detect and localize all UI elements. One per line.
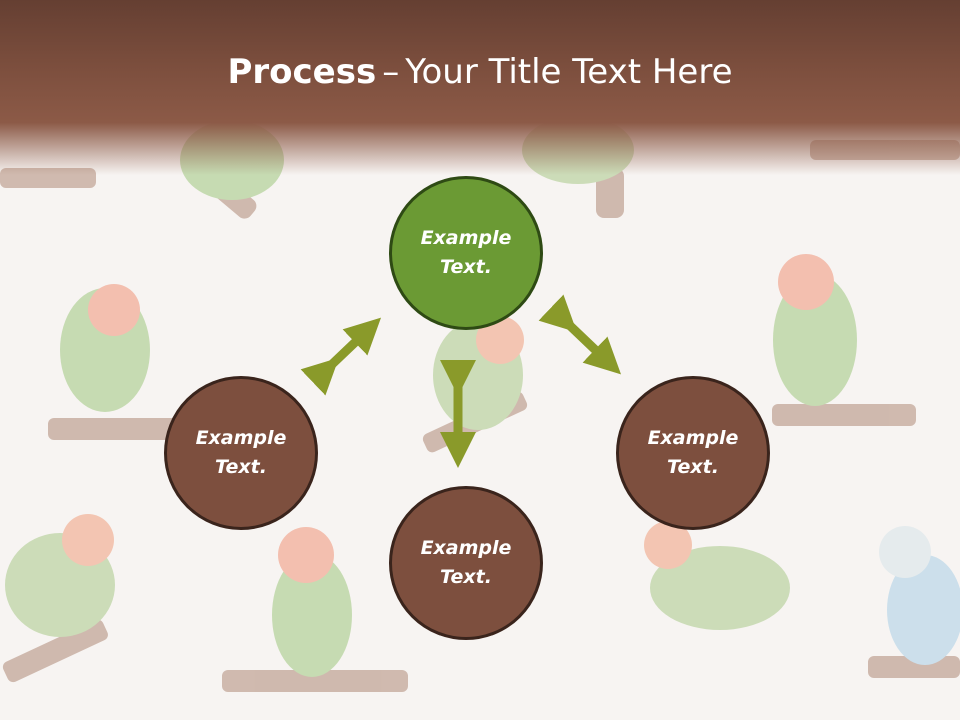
node-text: Example Text. bbox=[647, 427, 739, 478]
process-node-top[interactable]: Example Text. bbox=[389, 176, 543, 330]
process-node-bottom[interactable]: Example Text. bbox=[389, 486, 543, 640]
process-node-right[interactable]: Example Text. bbox=[616, 376, 770, 530]
arrow-top-right bbox=[538, 294, 622, 375]
node-text: Example Text. bbox=[420, 537, 512, 588]
title-rest-text: Your Title Text Here bbox=[405, 52, 733, 92]
process-node-left[interactable]: Example Text. bbox=[164, 376, 318, 530]
slide-title[interactable]: Process–Your Title Text Here bbox=[0, 52, 960, 92]
arrow-top-left bbox=[300, 317, 382, 396]
node-text: Example Text. bbox=[420, 227, 512, 278]
title-banner bbox=[0, 0, 960, 175]
title-bold-text: Process bbox=[227, 52, 377, 92]
node-text: Example Text. bbox=[195, 427, 287, 478]
title-separator: – bbox=[382, 52, 400, 92]
